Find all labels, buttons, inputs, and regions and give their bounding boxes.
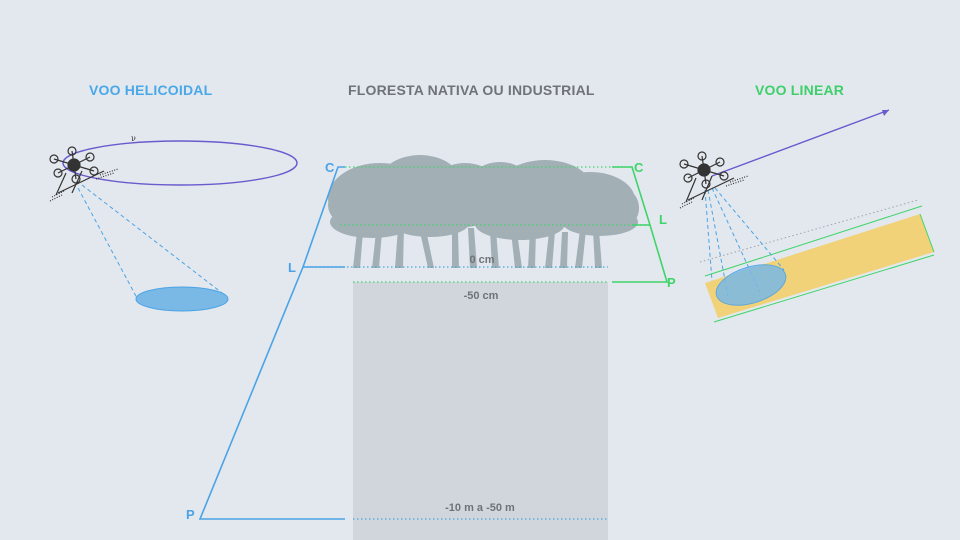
helical-scan-footprint <box>135 286 229 312</box>
forest-title: FLORESTA NATIVA OU INDUSTRIAL <box>348 82 595 98</box>
linear-scan-footprint <box>715 264 787 306</box>
linear-scan-ray-1 <box>704 189 713 282</box>
forest-trees <box>328 155 639 268</box>
linear-swath-edge-bottom <box>713 254 935 323</box>
shallow-depth-label: -50 cm <box>464 290 499 302</box>
blue-scale-p-label: P <box>186 507 195 522</box>
linear-scan-ray-4 <box>714 187 785 271</box>
green-scale-p-label: P <box>667 275 676 290</box>
linear-swath-width-mark <box>919 213 935 253</box>
blue-depth-scale <box>198 166 345 520</box>
drone-right-icon <box>679 151 749 209</box>
helical-scan-ray-left <box>77 187 138 299</box>
blue-scale-l-label: L <box>288 260 296 275</box>
linear-swath-edge-top <box>704 205 923 277</box>
blue-scale-c-label: C <box>325 160 335 175</box>
helical-orbit-path <box>62 140 298 186</box>
green-scale-c-label: C <box>634 160 644 175</box>
green-scale-l-label: L <box>659 212 667 227</box>
orbit-marker: ν <box>131 134 136 143</box>
linear-scan-ray-2 <box>707 189 729 297</box>
deep-depth-label: -10 m a -50 m <box>445 502 515 514</box>
linear-swath-outline <box>699 199 919 263</box>
linear-flight-title: VOO LINEAR <box>755 82 845 98</box>
linear-flight-path <box>711 109 890 177</box>
soil-block <box>353 282 608 540</box>
linear-scan-ray-3 <box>711 187 761 293</box>
linear-flight-arrowhead <box>882 110 889 116</box>
helical-scan-ray-right <box>81 184 227 297</box>
surface-depth-label: 0 cm <box>469 254 494 266</box>
drone-left-icon <box>49 146 119 202</box>
helical-flight-title: VOO HELICOIDAL <box>89 82 213 98</box>
